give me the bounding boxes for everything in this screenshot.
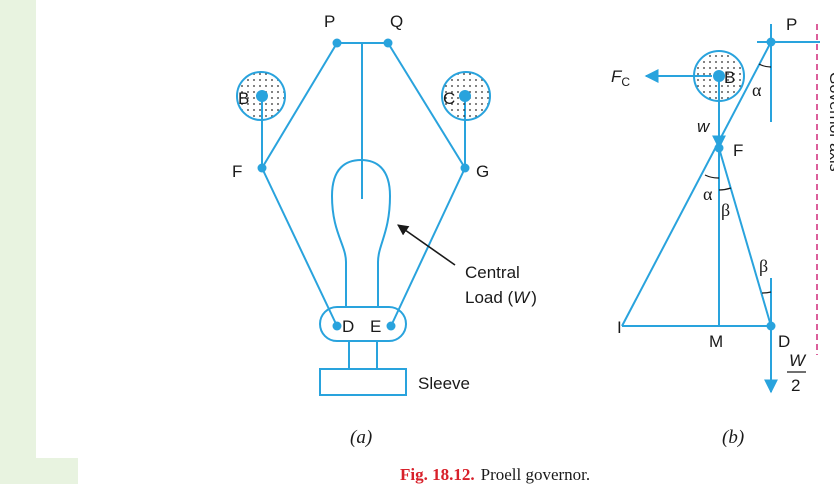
arm-p-i [621, 41, 772, 327]
half-load-numerator: W [789, 351, 807, 370]
joint-q [383, 38, 393, 48]
sleeve-label: Sleeve [418, 374, 470, 393]
label-c-a: C [443, 89, 455, 108]
alpha-label-p: α [752, 80, 762, 100]
label-d-a: D [342, 317, 354, 336]
label-b-a: B [238, 89, 249, 108]
joint-p [332, 38, 342, 48]
fc-label-f: F [611, 67, 623, 86]
joints-a [256, 38, 471, 331]
diagram-a [261, 42, 466, 396]
joint-f-b [714, 143, 724, 153]
central-load-bulb [330, 158, 392, 306]
sub-caption-b: (b) [722, 427, 744, 448]
label-d-b: D [778, 332, 790, 351]
weight-w-label: w [697, 117, 711, 136]
figure-caption: Fig. 18.12. Proell governor. [400, 465, 590, 484]
angle-arcs-b [704, 63, 772, 294]
governor-axis-label: Governor axis [826, 72, 834, 172]
label-f-a: F [232, 162, 242, 181]
label-b-b: B [724, 68, 735, 87]
diagram-b [621, 24, 820, 394]
alpha-arc-p [758, 63, 772, 68]
caption-fig-number: Fig. 18.12. [400, 465, 475, 484]
joint-f [257, 163, 267, 173]
label-i-b: I [617, 318, 622, 337]
beta-arc-d [761, 291, 772, 294]
sub-caption-a: (a) [350, 427, 372, 448]
sleeve-collar [319, 306, 407, 342]
beta-label-f: β [721, 200, 730, 220]
label-f-b: F [733, 141, 743, 160]
label-e-a: E [370, 317, 381, 336]
fc-label-sub: C [621, 75, 630, 89]
sleeve-box [319, 368, 407, 396]
half-load-denominator: 2 [791, 376, 800, 395]
joint-g [460, 163, 470, 173]
link-f-d-b [718, 147, 772, 327]
joint-b-b [713, 70, 725, 82]
caption-text: Fig. 18.12. Proell governor. [400, 465, 590, 484]
load-label-line2: Load (W) [465, 288, 537, 307]
link-q-g [387, 42, 466, 169]
label-p-b: P [786, 15, 797, 34]
joints-b [713, 37, 776, 331]
load-label-w: W [513, 288, 531, 307]
beta-arc-f [718, 187, 732, 191]
beta-label-d: β [759, 256, 768, 276]
joint-p-b [766, 37, 776, 47]
joint-b [256, 90, 268, 102]
load-label-open: Load ( [465, 288, 514, 307]
caption-title: Proell governor. [481, 465, 591, 484]
link-f-d [261, 167, 338, 327]
load-label-line1: Central [465, 263, 520, 282]
load-label-close: ) [531, 288, 537, 307]
page-margin-bar [0, 0, 78, 484]
alpha-label-f: α [703, 184, 713, 204]
label-p-a: P [324, 12, 335, 31]
joint-d-b [766, 321, 776, 331]
joint-c [459, 90, 471, 102]
joint-d [332, 321, 342, 331]
labels-b: P B F I M D FC w α α β β W 2 Governor ax… [611, 15, 834, 448]
fc-label: FC [611, 67, 630, 89]
alpha-arc-f [704, 174, 720, 179]
labels-a: P Q B C F G D E Central Load (W) Sleeve … [232, 12, 537, 448]
label-m-b: M [709, 332, 723, 351]
link-p-f [261, 42, 338, 169]
load-pointer-arrow [397, 224, 456, 266]
label-q-a: Q [390, 12, 403, 31]
joint-e [386, 321, 396, 331]
label-g-a: G [476, 162, 489, 181]
